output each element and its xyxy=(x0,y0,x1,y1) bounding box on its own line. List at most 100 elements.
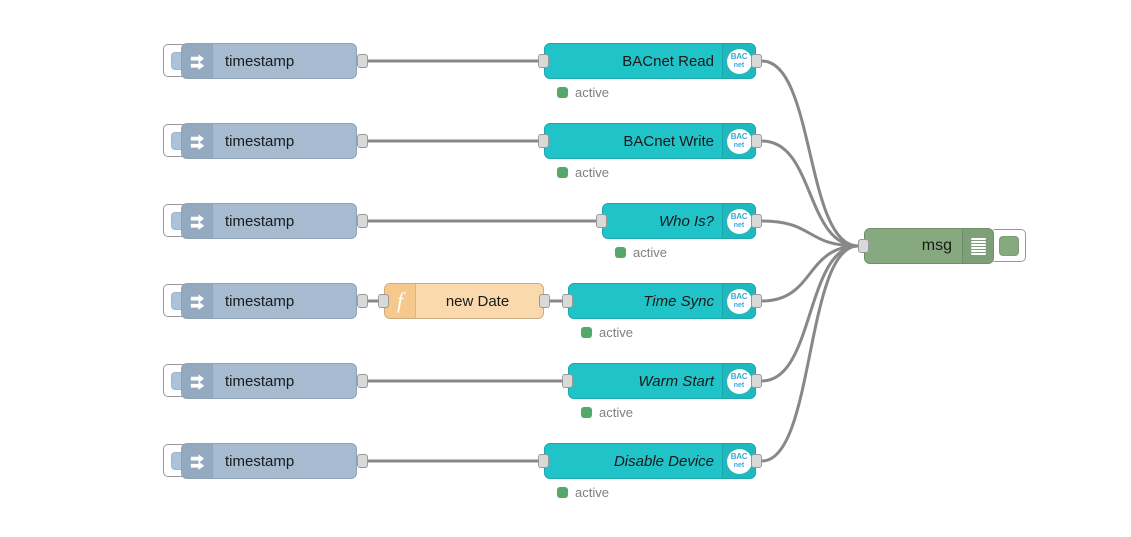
bacnet-status: active xyxy=(557,485,609,500)
inject-output-port[interactable] xyxy=(357,54,368,68)
debug-line xyxy=(970,249,986,252)
bacnet-output-port[interactable] xyxy=(751,374,762,388)
function-node-label: new Date xyxy=(445,292,510,310)
bacnet-output-port[interactable] xyxy=(751,454,762,468)
inject-output-port[interactable] xyxy=(357,134,368,148)
debug-line xyxy=(970,240,986,243)
status-dot-icon xyxy=(581,407,592,418)
inject-arrow-icon xyxy=(182,124,213,158)
bacnet-input-port[interactable] xyxy=(562,294,573,308)
bacnet-input-port[interactable] xyxy=(562,374,573,388)
bacnet-output-port[interactable] xyxy=(751,214,762,228)
bacnet-logo-line2: net xyxy=(733,222,745,229)
bacnet-logo-line2: net xyxy=(733,382,745,389)
bacnet-node-label: BACnet Write xyxy=(623,132,714,150)
inject-output-port[interactable] xyxy=(357,214,368,228)
bacnet-output-port[interactable] xyxy=(751,54,762,68)
inject-output-port[interactable] xyxy=(357,374,368,388)
bacnet-node-label: Disable Device xyxy=(613,452,714,470)
inject-node-body[interactable]: timestamp xyxy=(181,443,357,479)
bacnet-logo-line1: BAC xyxy=(730,52,748,61)
inject-node-label: timestamp xyxy=(225,292,295,310)
bacnet-input-port[interactable] xyxy=(538,54,549,68)
bacnet-input-port[interactable] xyxy=(596,214,607,228)
bacnet-output-port[interactable] xyxy=(751,134,762,148)
bacnet-logo-line1: BAC xyxy=(730,372,748,381)
function-output-port[interactable] xyxy=(539,294,550,308)
inject-arrow-icon xyxy=(182,204,213,238)
status-label: active xyxy=(633,245,667,260)
inject-node-label: timestamp xyxy=(225,52,295,70)
bacnet-node-label: Who Is? xyxy=(658,212,714,230)
bacnet-status: active xyxy=(581,405,633,420)
status-dot-icon xyxy=(557,87,568,98)
status-dot-icon xyxy=(557,167,568,178)
debug-line xyxy=(970,237,986,240)
wire xyxy=(760,219,860,248)
bacnet-logo-line2: net xyxy=(733,142,745,149)
inject-arrow-icon xyxy=(182,44,213,78)
bacnet-node-label: BACnet Read xyxy=(622,52,714,70)
wire xyxy=(760,244,860,383)
debug-line xyxy=(970,246,986,249)
inject-node-label: timestamp xyxy=(225,212,295,230)
debug-line xyxy=(970,252,986,255)
status-label: active xyxy=(599,405,633,420)
inject-arrow-icon xyxy=(182,364,213,398)
function-input-port[interactable] xyxy=(378,294,389,308)
bacnet-input-port[interactable] xyxy=(538,134,549,148)
inject-node-body[interactable]: timestamp xyxy=(181,363,357,399)
bacnet-logo-line1: BAC xyxy=(730,212,748,221)
inject-node-body[interactable]: timestamp xyxy=(181,203,357,239)
inject-node-body[interactable]: timestamp xyxy=(181,283,357,319)
status-dot-icon xyxy=(581,327,592,338)
debug-node-body[interactable]: msg xyxy=(864,228,994,264)
bacnet-node-label: Time Sync xyxy=(643,292,714,310)
bacnet-logo-line1: BAC xyxy=(730,452,748,461)
status-dot-icon xyxy=(557,487,568,498)
wire xyxy=(760,244,860,303)
inject-node-body[interactable]: timestamp xyxy=(181,123,357,159)
inject-node-label: timestamp xyxy=(225,452,295,470)
bacnet-status: active xyxy=(557,85,609,100)
bacnet-status: active xyxy=(557,165,609,180)
wire xyxy=(760,244,860,463)
bacnet-node-label: Warm Start xyxy=(638,372,714,390)
inject-node-label: timestamp xyxy=(225,372,295,390)
debug-lines-glyph xyxy=(970,237,986,255)
debug-toggle-button[interactable] xyxy=(992,229,1026,262)
debug-line xyxy=(970,243,986,246)
inject-node-body[interactable]: timestamp xyxy=(181,43,357,79)
status-dot-icon xyxy=(615,247,626,258)
bacnet-output-port[interactable] xyxy=(751,294,762,308)
inject-output-port[interactable] xyxy=(357,454,368,468)
debug-button-face-icon xyxy=(998,235,1019,256)
debug-input-port[interactable] xyxy=(858,239,869,253)
bacnet-logo-line2: net xyxy=(733,302,745,309)
bacnet-input-port[interactable] xyxy=(538,454,549,468)
inject-node-label: timestamp xyxy=(225,132,295,150)
status-label: active xyxy=(599,325,633,340)
inject-output-port[interactable] xyxy=(357,294,368,308)
debug-node-label: msg xyxy=(921,237,952,254)
inject-arrow-icon xyxy=(182,284,213,318)
wire xyxy=(760,139,860,248)
